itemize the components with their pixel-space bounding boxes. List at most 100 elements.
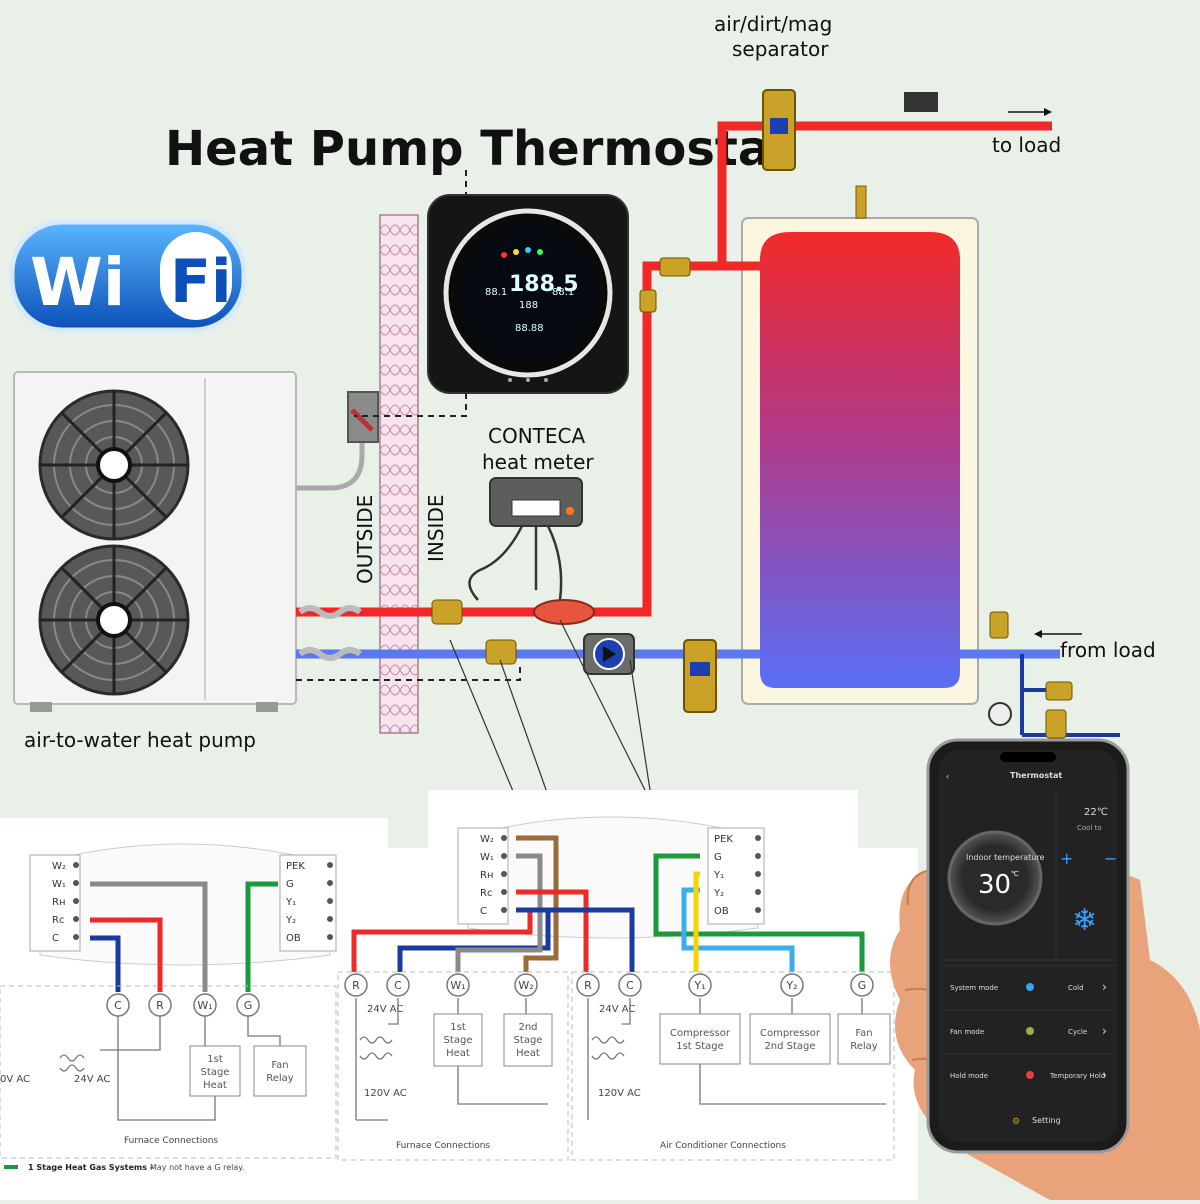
right-box-1 (660, 1014, 740, 1064)
mid-terminal-right-4: OB (714, 906, 729, 917)
heat-meter-label: heat meter (482, 450, 594, 474)
indoor-temp-value: 30 (978, 870, 1011, 900)
phone-row-icon-1 (1026, 1027, 1034, 1035)
phone-row-value-2: Temporary Hold (1049, 1072, 1105, 1080)
mid-box-1-text-0: 1st (450, 1022, 466, 1033)
left-box-2-text-0: Fan (271, 1060, 288, 1071)
left-box-2-text-1: Relay (266, 1073, 294, 1084)
temp-minus-button[interactable]: − (1104, 849, 1117, 868)
mid-box-1-text-1: Stage (444, 1035, 473, 1046)
left-terminal-screw-right-1 (327, 880, 333, 886)
fan-bottom-icon (40, 546, 188, 694)
mid-terminal-1-label: C (394, 979, 402, 992)
left-box-2 (254, 1046, 306, 1096)
left-terminal-2-label: W₁ (197, 999, 212, 1012)
mid-terminal-left-1: W₁ (480, 852, 494, 863)
mid-terminal-left-2: Rʜ (480, 870, 494, 881)
mid-terminal-screw-right-3 (755, 889, 761, 895)
phone-row-value-0: Cold (1068, 984, 1084, 992)
left-terminal-1-label: R (156, 999, 164, 1012)
mid-terminal-3-label: W₂ (518, 979, 533, 992)
mid-terminal-right-0: PEK (714, 834, 733, 845)
phone-row-chevron-icon-0: › (1102, 980, 1107, 994)
indoor-temp-unit: ℃ (1011, 870, 1019, 878)
right-box-1-text-0: Compressor (670, 1028, 731, 1039)
caption-left: Furnace Connections (124, 1136, 218, 1146)
mid-box-1-text-2: Heat (446, 1048, 470, 1059)
left-terminal-left-0: W₂ (52, 861, 66, 872)
heat-meter-device (469, 478, 582, 600)
thermostat-right-reading: 88.1 (552, 287, 574, 298)
conteca-label: CONTECA (488, 424, 585, 448)
mid-terminal-screw-right-0 (755, 835, 761, 841)
wifi-logo-fi: Fi (170, 247, 232, 317)
mid-terminal-right-2: Y₁ (713, 870, 724, 881)
wifi-logo: Wi Fi (12, 222, 244, 330)
to-load-label: to load (992, 133, 1061, 157)
right-box-1-text-1: 1st Stage (676, 1041, 724, 1052)
left-terminal-right-1: G (286, 879, 294, 890)
right-box-2 (750, 1014, 830, 1064)
mid-voltage-bottom: 120V AC (364, 1088, 407, 1099)
mid-terminal-right-3: Y₂ (713, 888, 724, 899)
phone-back-icon[interactable]: ‹ (946, 772, 949, 781)
smartphone: Thermostat ‹ Indoor temperature 30 ℃ 22℃… (928, 740, 1128, 1152)
phone-row-value-1: Cycle (1068, 1028, 1087, 1036)
left-terminal-left-2: Rʜ (52, 897, 66, 908)
mid-terminal-2-label: W₁ (450, 979, 465, 992)
mid-terminal-right-1: G (714, 852, 722, 863)
phone-row-label-2: Hold mode (950, 1072, 988, 1080)
left-terminal-screw-left-2 (73, 898, 79, 904)
phone-row-label-1: Fan mode (950, 1028, 984, 1036)
left-terminal-screw-right-3 (327, 916, 333, 922)
left-terminal-screw-left-0 (73, 862, 79, 868)
thermostat-device: 188.5 88.1 88.1 188 88.88 (428, 195, 628, 393)
mid-terminal-left-0: W₂ (480, 834, 494, 845)
thermostat-bottom-reading: 88.88 (515, 323, 544, 334)
left-voltage-primary: 0V AC (0, 1074, 30, 1085)
right-box-2-text-1: 2nd Stage (764, 1041, 815, 1052)
temp-plus-button[interactable]: + (1060, 849, 1073, 868)
thermostat-left-reading: 88.1 (485, 287, 507, 298)
left-box-1-text-2: Heat (203, 1080, 227, 1091)
mid-terminal-screw-right-4 (755, 907, 761, 913)
mid-terminal-left-4: C (480, 906, 487, 917)
heat-pump-label: air-to-water heat pump (24, 728, 256, 752)
wifi-logo-wi: Wi (30, 244, 125, 321)
inside-label: INSIDE (424, 495, 448, 563)
legend-rest: May not have a G relay. (150, 1163, 244, 1172)
legend-bold: 1 Stage Heat Gas Systems - (28, 1163, 153, 1172)
outside-label: OUTSIDE (353, 495, 377, 584)
left-terminal-right-2: Y₁ (285, 897, 296, 908)
right-voltage-bottom: 120V AC (598, 1088, 641, 1099)
setting-gear-icon[interactable]: ⚙ (1012, 1117, 1020, 1127)
heat-pump-unit (14, 372, 296, 712)
mid-terminal-screw-right-1 (755, 853, 761, 859)
right-terminal-0-label: R (584, 979, 592, 992)
mid-box-2-text-1: Stage (514, 1035, 543, 1046)
right-terminal-4-label: G (858, 979, 867, 992)
phone-row-chevron-icon-1: › (1102, 1024, 1107, 1038)
left-terminal-left-4: C (52, 933, 59, 944)
left-terminal-screw-right-2 (327, 898, 333, 904)
phone-header-title: Thermostat (1010, 771, 1062, 780)
set-temp-value: 22℃ (1084, 807, 1108, 818)
separator-label-1: air/dirt/mag (714, 12, 832, 36)
mid-terminal-0-label: R (352, 979, 360, 992)
left-box-1-text-1: Stage (201, 1067, 230, 1078)
left-terminal-screw-right-0 (327, 862, 333, 868)
phone-row-chevron-icon-2: › (1102, 1068, 1107, 1082)
left-terminal-3-label: G (244, 999, 253, 1012)
snowflake-icon: ❄ (1072, 903, 1097, 938)
mid-terminal-screw-left-0 (501, 835, 507, 841)
right-terminal-3-label: Y₂ (785, 979, 797, 992)
right-box-3-text-0: Fan (855, 1028, 872, 1039)
from-load-label: from load (1060, 638, 1156, 662)
phone-row-icon-2 (1026, 1071, 1034, 1079)
left-terminal-right-3: Y₂ (285, 915, 296, 926)
phone-setting-label[interactable]: Setting (1032, 1116, 1061, 1125)
separator-label-2: separator (732, 37, 829, 61)
left-terminal-0-label: C (114, 999, 122, 1012)
